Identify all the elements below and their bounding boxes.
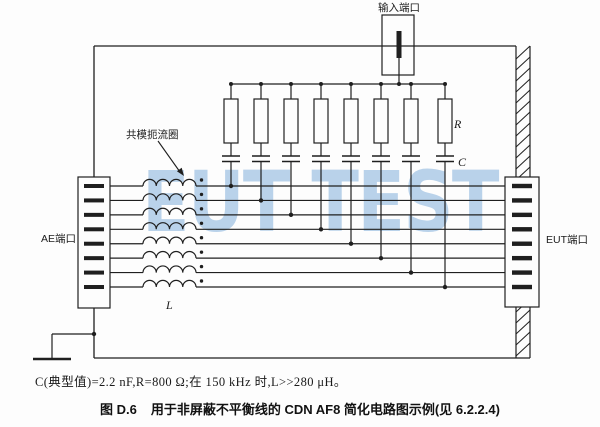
eut-port-pin: [512, 227, 532, 232]
figure-number: 图 D.6: [100, 402, 137, 417]
resistor: [437, 98, 453, 144]
ground-wall-hatch: [515, 342, 531, 357]
choke-coil: [142, 265, 197, 273]
ground-wall-hatch: [515, 122, 531, 137]
polarity-dot: [199, 192, 204, 197]
junction-dot: [91, 331, 97, 337]
choke-coil: [142, 222, 197, 230]
eut-port-pin: [512, 212, 532, 218]
choke-label: 共模扼流圈: [126, 128, 179, 141]
polarity-dot: [199, 236, 204, 240]
capacitor-symbol-label: C: [458, 155, 467, 169]
polarity-dot: [199, 178, 204, 182]
ae-port-pin: [84, 285, 104, 290]
figure-caption: 图 D.6 用于非屏蔽不平衡线的 CDN AF8 简化电路图示例(见 6.2.2.…: [0, 399, 600, 418]
eut-port-pin: [512, 241, 532, 246]
resistor: [223, 98, 239, 144]
ae-port-label: AE端口: [41, 232, 76, 245]
ground-wall-hatch: [515, 67, 531, 82]
ae-port-pin: [84, 212, 104, 217]
polarity-dot: [199, 221, 204, 225]
ground-wall-hatch: [515, 309, 531, 324]
resistor: [403, 98, 419, 144]
resistor-symbol-label: R: [453, 117, 462, 131]
ae-port-pin: [84, 270, 104, 275]
circuit-lines: [33, 14, 540, 361]
ae-port-pin: [84, 198, 104, 203]
polarity-dot: [199, 264, 204, 269]
choke-arrow-line: [157, 140, 181, 173]
input-port-label: 输入端口: [378, 1, 420, 14]
ground-wall-hatch: [515, 320, 531, 335]
ae-port-pin: [84, 256, 104, 261]
ground-wall-hatch: [515, 111, 531, 126]
choke-coil: [142, 178, 197, 187]
ground-wall-hatch: [515, 155, 531, 170]
ground-wall-hatch: [515, 100, 531, 115]
ground-wall-hatch: [515, 89, 531, 104]
polarity-dot: [199, 207, 204, 211]
resistor: [313, 98, 329, 144]
ae-port-pin: [84, 241, 104, 246]
ground-wall-hatch: [515, 78, 531, 93]
ground-wall-hatch: [515, 331, 531, 346]
resistor: [373, 98, 389, 144]
ae-port-pin: [84, 184, 104, 188]
eut-port-label: EUT端口: [546, 233, 588, 246]
resistor: [343, 98, 359, 144]
eut-port-pin: [512, 255, 532, 261]
inductor-symbol-label: L: [165, 298, 173, 312]
eut-port-pin: [512, 270, 532, 275]
choke-coil: [142, 236, 197, 244]
choke-coil: [142, 193, 197, 201]
choke-coil: [142, 207, 197, 215]
input-port-pin: [396, 31, 402, 58]
ae-port-pin: [84, 227, 104, 232]
polarity-dot: [199, 279, 204, 283]
ground-wall-hatch: [515, 45, 531, 60]
resistor: [283, 98, 299, 144]
choke-arrow-head: [176, 167, 184, 176]
eut-port-pin: [512, 284, 532, 290]
input-port-box: [381, 14, 415, 76]
resistor: [253, 98, 269, 144]
ground-wall-hatch: [515, 144, 531, 159]
eut-port-pin: [512, 183, 532, 189]
eut-port-pin: [512, 198, 532, 203]
choke-coil: [142, 279, 197, 288]
choke-coil: [142, 250, 197, 259]
figure-title: 用于非屏蔽不平衡线的 CDN AF8 简化电路图示例(见 6.2.2.4): [150, 402, 500, 417]
ground-wall-hatch: [515, 133, 531, 148]
ground-wall-hatch: [515, 56, 531, 71]
polarity-dot: [199, 250, 204, 254]
figure-note: C(典型值)=2.2 nF,R=800 Ω;在 150 kHz 时,L>>280…: [35, 375, 347, 389]
